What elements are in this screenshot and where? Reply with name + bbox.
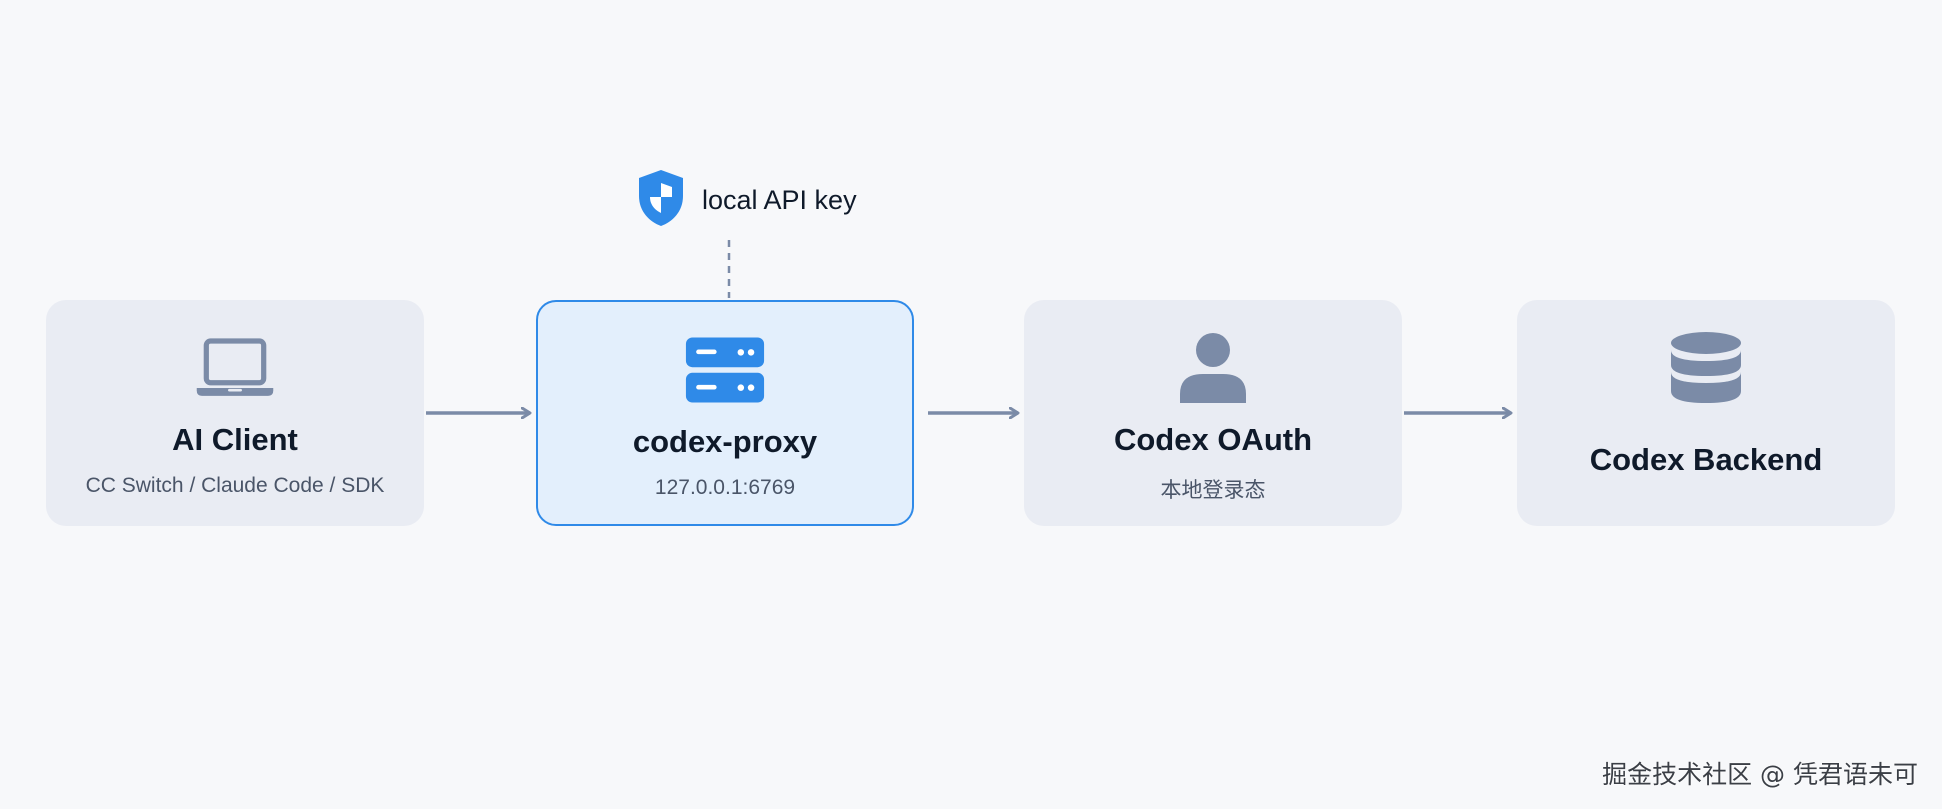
node-title: AI Client	[172, 422, 298, 457]
node-codex-proxy: codex-proxy 127.0.0.1:6769	[536, 300, 914, 526]
node-subtitle: CC Switch / Claude Code / SDK	[85, 474, 385, 497]
api-key-label: local API key	[702, 184, 857, 215]
node-codex-backend: Codex Backend	[1517, 300, 1895, 526]
shield-icon	[636, 168, 686, 233]
laptop-icon	[195, 330, 275, 406]
node-ai-client: AI Client CC Switch / Claude Code / SDK	[46, 300, 424, 526]
api-key-badge: local API key	[636, 168, 857, 233]
server-icon	[685, 332, 765, 408]
node-subtitle: 127.0.0.1:6769	[654, 476, 796, 499]
node-subtitle: 本地登录态	[1160, 479, 1266, 502]
user-icon	[1173, 330, 1253, 406]
node-codex-oauth: Codex OAuth 本地登录态	[1024, 300, 1402, 526]
database-icon	[1666, 330, 1746, 406]
node-title: Codex OAuth	[1113, 422, 1313, 457]
watermark: 掘金技术社区 @ 凭君语未可	[1602, 760, 1918, 789]
node-title: Codex Backend	[1589, 442, 1823, 477]
node-title: codex-proxy	[632, 424, 818, 459]
